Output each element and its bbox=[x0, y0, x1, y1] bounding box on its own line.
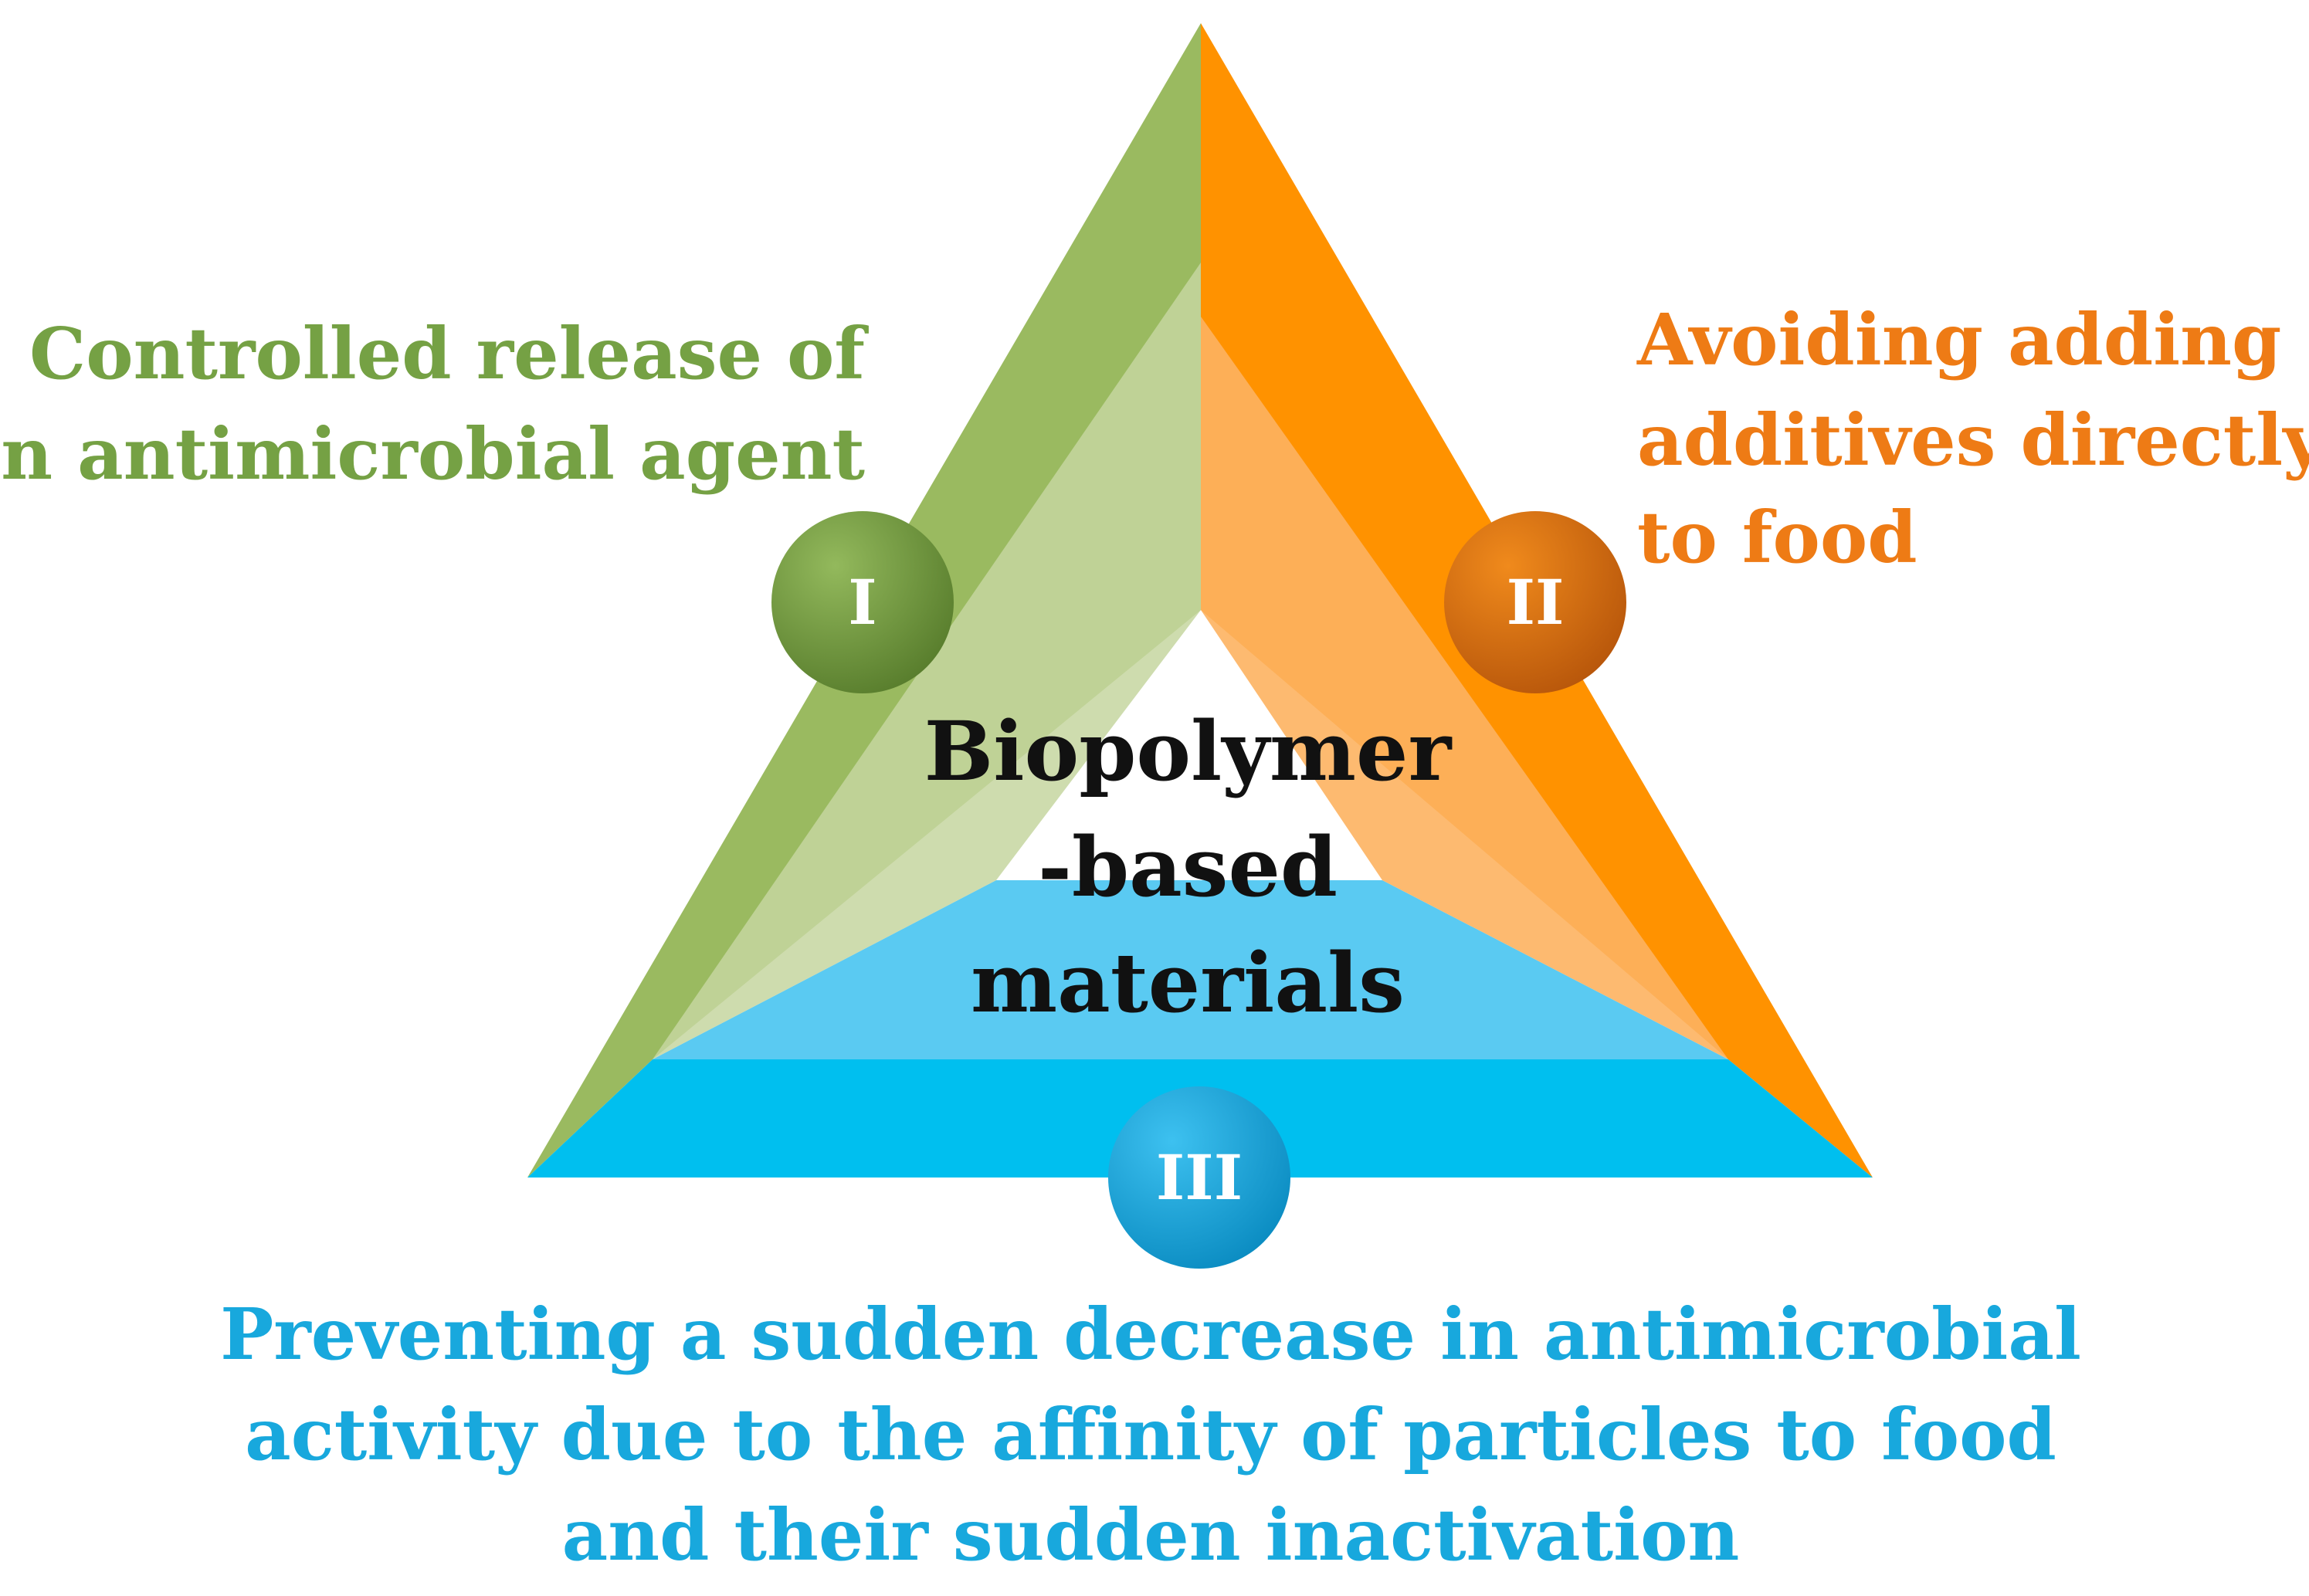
badge-i: I bbox=[771, 511, 954, 693]
label-ii: Avoiding adding additives directly to fo… bbox=[1636, 298, 2309, 579]
center-title: Biopolymer -based materials bbox=[924, 703, 1453, 1031]
center-title-line-1: Biopolymer bbox=[924, 703, 1453, 799]
label-i-line-2: an antimicrobial agent bbox=[0, 412, 865, 496]
label-iii-line-2: activity due to the affinity of particle… bbox=[245, 1393, 2056, 1476]
side-ii-inner bbox=[1201, 317, 1728, 1059]
label-ii-line-1: Avoiding adding bbox=[1636, 298, 2281, 381]
badge-i-label: I bbox=[848, 566, 876, 639]
label-iii-line-3: and their sudden inactivation bbox=[562, 1493, 1740, 1577]
badge-iii-label: III bbox=[1156, 1141, 1243, 1214]
badge-ii-label: II bbox=[1507, 566, 1565, 639]
label-iii-line-1: Preventing a sudden decrease in antimicr… bbox=[220, 1293, 2081, 1376]
badge-ii: II bbox=[1444, 511, 1626, 693]
center-title-line-2: -based bbox=[1038, 818, 1338, 915]
label-ii-line-3: to food bbox=[1637, 496, 1917, 579]
label-iii: Preventing a sudden decrease in antimicr… bbox=[220, 1293, 2081, 1577]
label-i: Controlled release of an antimicrobial a… bbox=[0, 312, 869, 496]
label-i-line-1: Controlled release of bbox=[29, 312, 869, 395]
label-ii-line-2: additives directly bbox=[1637, 398, 2309, 482]
badge-iii: III bbox=[1108, 1086, 1290, 1269]
center-title-line-3: materials bbox=[971, 934, 1405, 1031]
side-iii-inner bbox=[653, 880, 1728, 1059]
